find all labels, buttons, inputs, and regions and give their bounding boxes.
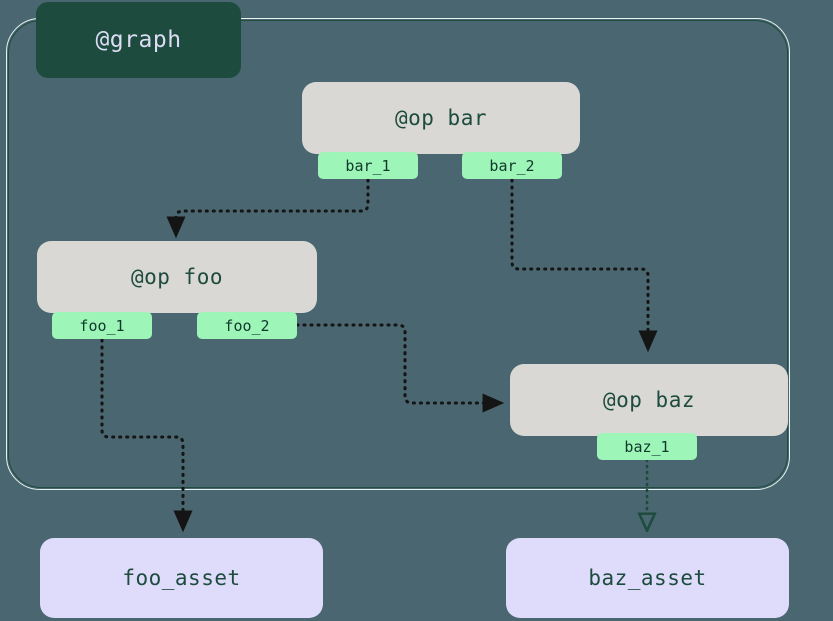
port-bar-2[interactable]: bar_2: [462, 152, 562, 179]
port-foo-1[interactable]: foo_1: [52, 312, 152, 339]
asset-node-foo-asset-label: foo_asset: [122, 566, 241, 590]
port-bar-1[interactable]: bar_1: [318, 152, 418, 179]
op-node-bar-title: @op bar: [394, 106, 487, 130]
port-bar-1-label: bar_1: [345, 156, 391, 175]
port-bar-2-label: bar_2: [489, 156, 535, 175]
port-baz-1[interactable]: baz_1: [597, 433, 697, 460]
op-node-baz-title: @op baz: [602, 388, 695, 412]
asset-node-baz-asset-label: baz_asset: [588, 566, 707, 590]
port-baz-1-label: baz_1: [624, 437, 670, 456]
port-foo-2[interactable]: foo_2: [197, 312, 297, 339]
op-node-foo[interactable]: @op foo: [37, 241, 317, 313]
asset-node-baz-asset[interactable]: baz_asset: [506, 538, 789, 618]
graph-label: @graph: [36, 2, 241, 78]
op-node-baz[interactable]: @op baz: [510, 364, 788, 436]
asset-node-foo-asset[interactable]: foo_asset: [40, 538, 323, 618]
op-node-bar[interactable]: @op bar: [302, 82, 580, 154]
graph-container-border: [6, 18, 790, 490]
op-node-foo-title: @op foo: [130, 265, 223, 289]
graph-label-text: @graph: [95, 27, 182, 53]
port-foo-1-label: foo_1: [79, 316, 125, 335]
port-foo-2-label: foo_2: [224, 316, 270, 335]
